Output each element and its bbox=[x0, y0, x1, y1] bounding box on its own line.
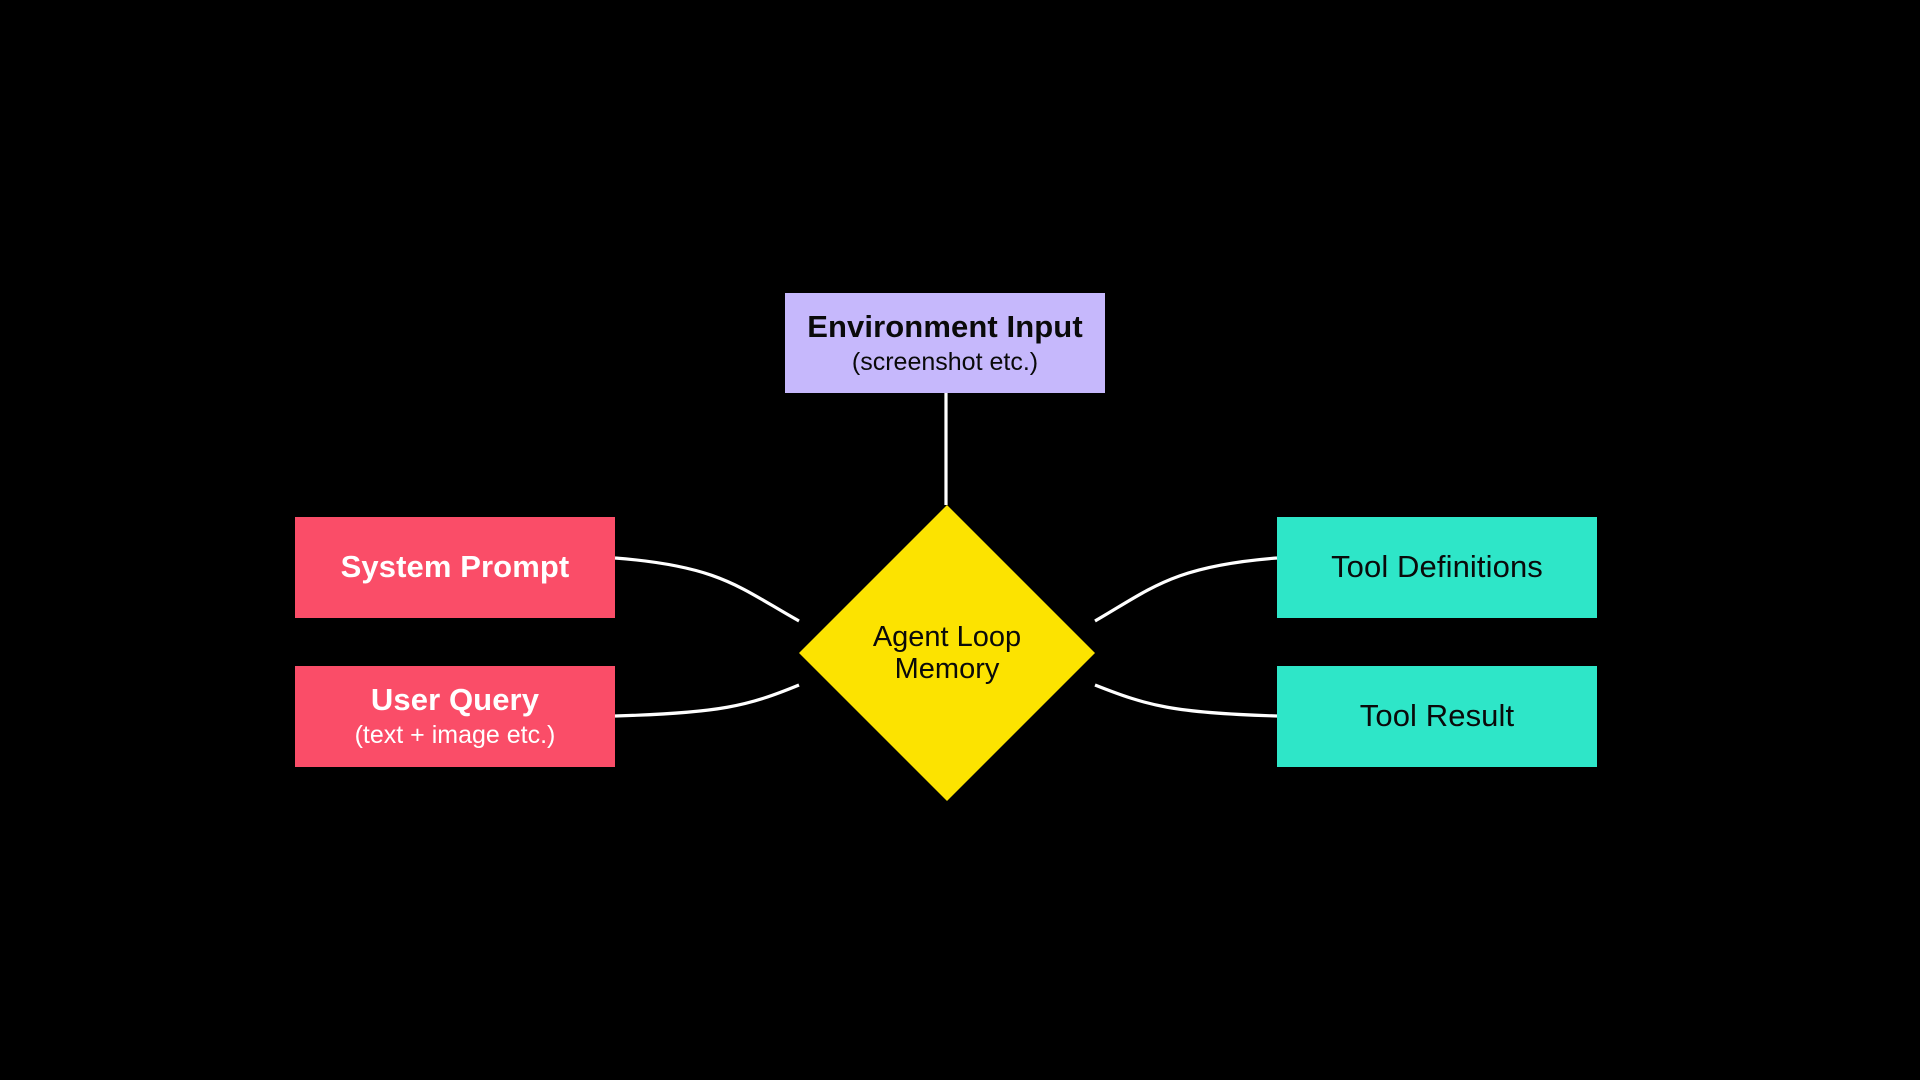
node-environment-input[interactable]: Environment Input (screenshot etc.) bbox=[785, 293, 1105, 393]
node-tool-definitions-title: Tool Definitions bbox=[1331, 549, 1543, 585]
node-tool-result-title: Tool Result bbox=[1359, 698, 1515, 734]
edge-agent-loop-memory-to-tool-definitions bbox=[1094, 556, 1278, 623]
node-system-prompt-title: System Prompt bbox=[340, 549, 570, 585]
edge-user-query-to-agent-loop-memory bbox=[614, 683, 800, 718]
node-tool-definitions[interactable]: Tool Definitions bbox=[1277, 517, 1597, 618]
node-user-query-title: User Query bbox=[370, 682, 540, 718]
node-environment-input-subtitle: (screenshot etc.) bbox=[851, 347, 1039, 376]
node-user-query[interactable]: User Query (text + image etc.) bbox=[295, 666, 615, 767]
node-environment-input-title: Environment Input bbox=[807, 308, 1083, 344]
edge-system-prompt-to-agent-loop-memory bbox=[614, 556, 800, 623]
node-user-query-subtitle: (text + image etc.) bbox=[354, 721, 556, 750]
node-agent-loop-memory[interactable]: Agent Loop Memory bbox=[799, 505, 1095, 801]
node-agent-loop-memory-subtitle: Memory bbox=[894, 653, 1000, 685]
edge-agent-loop-memory-to-tool-result bbox=[1094, 683, 1278, 718]
node-agent-loop-memory-label: Agent Loop Memory bbox=[873, 621, 1021, 686]
node-system-prompt[interactable]: System Prompt bbox=[295, 517, 615, 618]
node-tool-result[interactable]: Tool Result bbox=[1277, 666, 1597, 767]
node-agent-loop-memory-title: Agent Loop bbox=[872, 620, 1022, 653]
